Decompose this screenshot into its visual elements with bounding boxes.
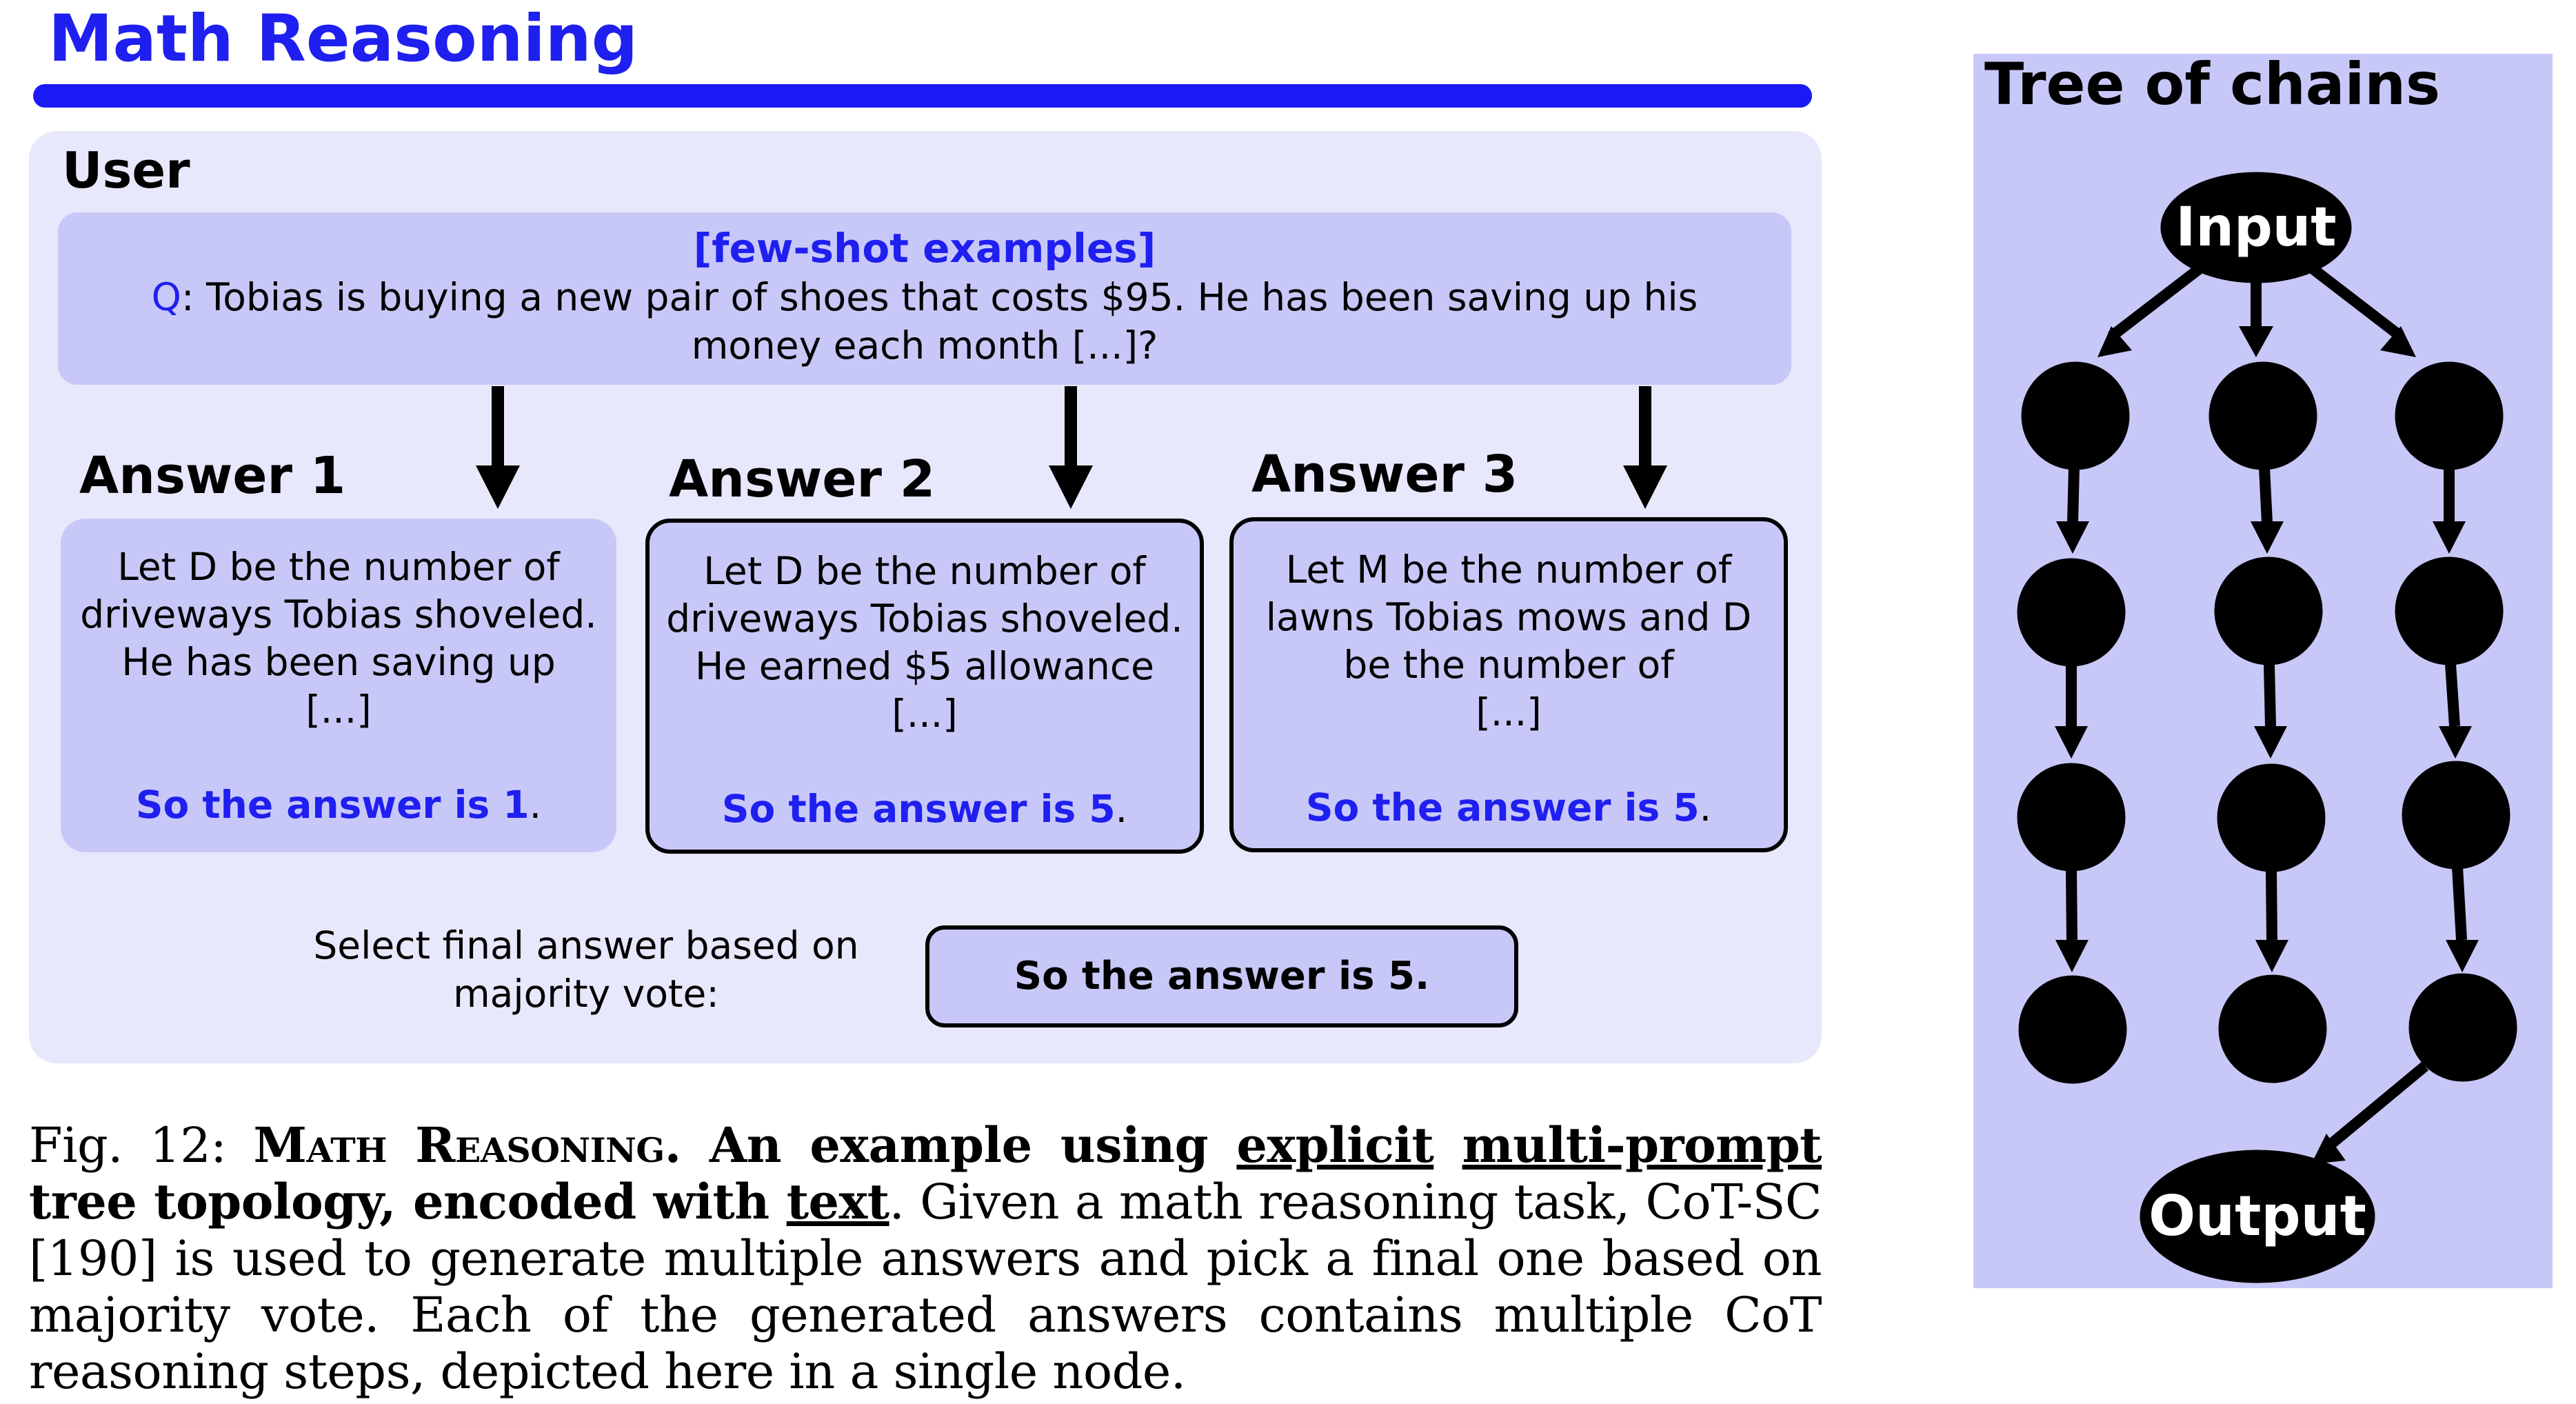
arrowhead: [2439, 726, 2472, 759]
node: [2208, 361, 2317, 470]
arrowhead: [2239, 326, 2273, 357]
edge: [2264, 663, 2276, 727]
question-text: : Tobias is buying a new pair of shoes t…: [181, 274, 1698, 368]
edge: [2452, 867, 2467, 941]
arrowhead: [2254, 726, 2287, 759]
edge: [2308, 263, 2404, 341]
fewshot-prompt-box: [few-shot examples] Q: Tobias is buying …: [58, 212, 1791, 385]
node: [2395, 361, 2504, 470]
conclusion-period: .: [1115, 787, 1128, 831]
majority-vote-label: Select final answer based on majority vo…: [290, 921, 883, 1018]
answer-line: lawns Tobias mows and D: [1265, 595, 1752, 639]
arrowhead: [2446, 940, 2479, 972]
answer-line: Let D be the number of: [703, 549, 1146, 593]
answer-line: [...]: [892, 692, 958, 736]
answer-1-label: Answer 1: [79, 446, 346, 505]
answer-line: driveways Tobias shoveled.: [666, 596, 1183, 641]
question-prefix: Q: [151, 274, 181, 319]
caption-bold: An example using: [681, 1116, 1237, 1174]
node: [2021, 361, 2130, 470]
edge: [2108, 263, 2204, 341]
arrowhead: [2056, 521, 2089, 554]
conclusion-period: .: [1699, 785, 1712, 830]
node: [2018, 975, 2127, 1084]
edge: [2328, 1061, 2429, 1148]
answer-line: [...]: [1476, 690, 1542, 734]
node: [2218, 974, 2327, 1083]
answer-2-conclusion: So the answer is 5.: [650, 785, 1200, 833]
arrowhead: [2311, 1134, 2346, 1164]
answer-line: He has been saving up: [121, 640, 556, 684]
answer-line: driveways Tobias shoveled.: [80, 592, 597, 636]
arrowhead: [2433, 521, 2466, 554]
figure-caption: Fig. 12: Math Reasoning. An example usin…: [29, 1116, 1822, 1401]
caption-space: [1433, 1116, 1462, 1174]
answer-3-label: Answer 3: [1251, 445, 1518, 504]
answer-3-box: Let M be the number of lawns Tobias mows…: [1229, 517, 1788, 852]
input-label: Input: [2175, 197, 2336, 259]
conclusion-period: .: [529, 783, 542, 827]
user-label: User: [62, 141, 190, 199]
final-answer-box: So the answer is 5.: [925, 925, 1518, 1027]
arrowhead: [2097, 326, 2132, 357]
answer-line: Let D be the number of: [117, 545, 560, 589]
caption-underlined: explicit: [1236, 1116, 1434, 1174]
majority-vote-line: Select final answer based on: [313, 923, 859, 967]
node: [2017, 558, 2126, 667]
arrowhead: [2380, 326, 2416, 357]
caption-title: Math Reasoning.: [253, 1116, 681, 1174]
answer-2-text: Let D be the number of driveways Tobias …: [650, 548, 1200, 738]
node: [2408, 973, 2517, 1082]
fewshot-question: Q: Tobias is buying a new pair of shoes …: [58, 273, 1791, 370]
edge: [2067, 467, 2080, 523]
answer-line: Let M be the number of: [1285, 548, 1732, 592]
caption-underlined: multi-prompt: [1462, 1116, 1822, 1174]
answer-1-text: Let D be the number of driveways Tobias …: [61, 543, 616, 734]
caption-body: . Given a math reasoning task, CoT-SC [1…: [29, 1174, 1822, 1400]
answer-line: be the number of: [1343, 643, 1674, 687]
answer-2-box: Let D be the number of driveways Tobias …: [645, 519, 1204, 854]
fewshot-title: [few-shot examples]: [693, 225, 1156, 272]
page-title: Math Reasoning: [48, 1, 638, 77]
conclusion-text: So the answer is 1: [135, 783, 530, 827]
node: [2214, 556, 2323, 665]
majority-vote-line: majority vote:: [453, 972, 719, 1016]
edge: [2445, 663, 2460, 727]
output-label: Output: [2149, 1184, 2366, 1248]
conclusion-text: So the answer is 5: [721, 787, 1116, 831]
arrowhead: [2251, 521, 2284, 554]
node: [2395, 556, 2504, 665]
answer-line: He earned $5 allowance: [695, 644, 1154, 688]
node: [2217, 763, 2326, 872]
caption-fig-number: Fig. 12:: [29, 1117, 254, 1174]
caption-underlined: text: [786, 1173, 889, 1230]
arrowhead: [2055, 726, 2088, 759]
arrowhead: [2255, 940, 2288, 972]
answer-1-conclusion: So the answer is 1.: [61, 781, 616, 829]
answer-1-box: Let D be the number of driveways Tobias …: [61, 519, 616, 852]
caption-bold: tree topology, encoded with: [29, 1173, 787, 1230]
answer-2-label: Answer 2: [669, 450, 936, 509]
edge: [2259, 467, 2273, 523]
answer-line: [...]: [305, 688, 372, 732]
node: [2402, 761, 2510, 870]
title-underline-bar: [33, 84, 1812, 108]
edge: [2266, 869, 2277, 941]
answer-3-text: Let M be the number of lawns Tobias mows…: [1234, 546, 1784, 736]
conclusion-text: So the answer is 5: [1305, 785, 1700, 830]
arrowhead: [2055, 940, 2089, 972]
node: [2017, 763, 2126, 872]
tree-diagram: Input Output: [2017, 172, 2517, 1283]
tree-title: Tree of chains: [1984, 50, 2441, 118]
edge: [2066, 868, 2077, 941]
output-node: [2140, 1150, 2375, 1283]
answer-3-conclusion: So the answer is 5.: [1234, 784, 1784, 832]
